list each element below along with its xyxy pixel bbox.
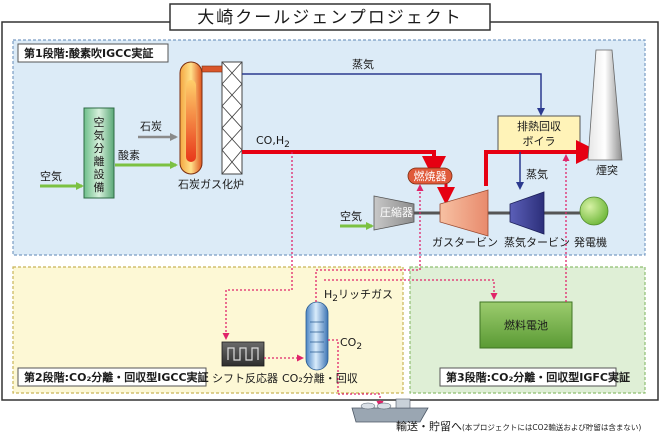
steam-top-label: 蒸気 bbox=[352, 57, 374, 71]
steam-top-line bbox=[242, 73, 545, 116]
compressor bbox=[373, 195, 415, 231]
gasifier-core bbox=[186, 80, 196, 162]
air-separation-char-6: 備 bbox=[94, 181, 105, 194]
co-h2-label: CO,H2 bbox=[256, 134, 290, 150]
stage2-label: 第2段階:CO₂分離・回収型IGCC実証 bbox=[24, 370, 209, 384]
gasifier-heat-exchanger bbox=[221, 61, 243, 175]
shift-reactor bbox=[221, 341, 265, 367]
shift-reactor-label: シフト反応器 bbox=[212, 371, 278, 385]
hrsg-label-1: 排熱回収 bbox=[517, 119, 561, 133]
co2-separation-tank bbox=[305, 301, 329, 371]
stage1-label: 第1段階:酸素吹IGCC実証 bbox=[24, 46, 153, 60]
air-separation-char-4: 離 bbox=[94, 154, 105, 168]
hrsg-label-2: ボイラ bbox=[523, 135, 556, 148]
steam-turbine-label: 蒸気タービン bbox=[504, 235, 570, 249]
hrsg-box bbox=[497, 115, 581, 153]
steam-mid-label: 蒸気 bbox=[526, 167, 548, 181]
co2-label: CO2 bbox=[340, 336, 362, 352]
combustor-label: 燃焼器 bbox=[414, 169, 447, 183]
oxygen-label: 酸素 bbox=[118, 148, 140, 162]
syngas-flow-line bbox=[242, 150, 446, 180]
ship-tank-1 bbox=[360, 402, 376, 410]
co2-separation-inner bbox=[310, 321, 324, 353]
stage3-label: 第3段階:CO₂分離・回収型IGFC実証 bbox=[446, 370, 630, 384]
stage3-label-box bbox=[439, 367, 617, 387]
shift-reactor-coil bbox=[227, 347, 259, 361]
gas-turbine bbox=[439, 189, 489, 237]
h2-rich-gas-label: H2リッチガス bbox=[324, 288, 393, 304]
steam-turbine bbox=[509, 191, 545, 235]
air-left-label: 空気 bbox=[40, 169, 62, 183]
ship-deck bbox=[395, 398, 411, 409]
transport-label: 輸送・貯留へ bbox=[396, 419, 462, 433]
co2-separation-label: CO₂分離・回収 bbox=[282, 371, 358, 385]
co2-output-dotted bbox=[328, 339, 384, 408]
page-title: 大崎クールジェンプロジェクト bbox=[197, 8, 463, 28]
fuel-cell bbox=[479, 301, 573, 349]
coal-label: 石炭 bbox=[140, 120, 162, 133]
title-box bbox=[169, 3, 491, 31]
gasifier-connector bbox=[201, 65, 223, 73]
compressor-label: 圧縮器 bbox=[380, 205, 413, 219]
stack-label: 煙突 bbox=[596, 163, 618, 177]
gasifier-label: 石炭ガス化炉 bbox=[178, 177, 244, 191]
air-separation-char-1: 空 bbox=[94, 115, 105, 129]
air-separation-char-2: 気 bbox=[94, 128, 105, 142]
air-separation-unit bbox=[83, 107, 115, 199]
generator bbox=[579, 196, 609, 226]
combustor bbox=[407, 167, 453, 185]
gasifier-hx-pattern bbox=[221, 61, 243, 175]
gas-turbine-label: ガスタービン bbox=[432, 236, 498, 249]
transport-note: (本プロジェクトにはCO2輸送および貯留は含まない) bbox=[462, 422, 641, 432]
fuel-cell-label: 燃料電池 bbox=[504, 318, 548, 332]
air-right-label: 空気 bbox=[340, 209, 362, 223]
stage2-label-box bbox=[17, 367, 207, 387]
air-separation-char-3: 分 bbox=[94, 142, 105, 155]
stack bbox=[587, 49, 623, 161]
generator-label: 発電機 bbox=[574, 235, 607, 249]
ship-tank-2 bbox=[376, 402, 392, 410]
h2-rich-to-fuel-cell-dotted bbox=[324, 279, 498, 300]
syngas-to-shift-dotted bbox=[222, 152, 293, 340]
h2-rich-to-combustor-dotted bbox=[315, 184, 424, 302]
stage1-label-box bbox=[17, 43, 169, 63]
air-separation-char-5: 設 bbox=[94, 167, 105, 181]
